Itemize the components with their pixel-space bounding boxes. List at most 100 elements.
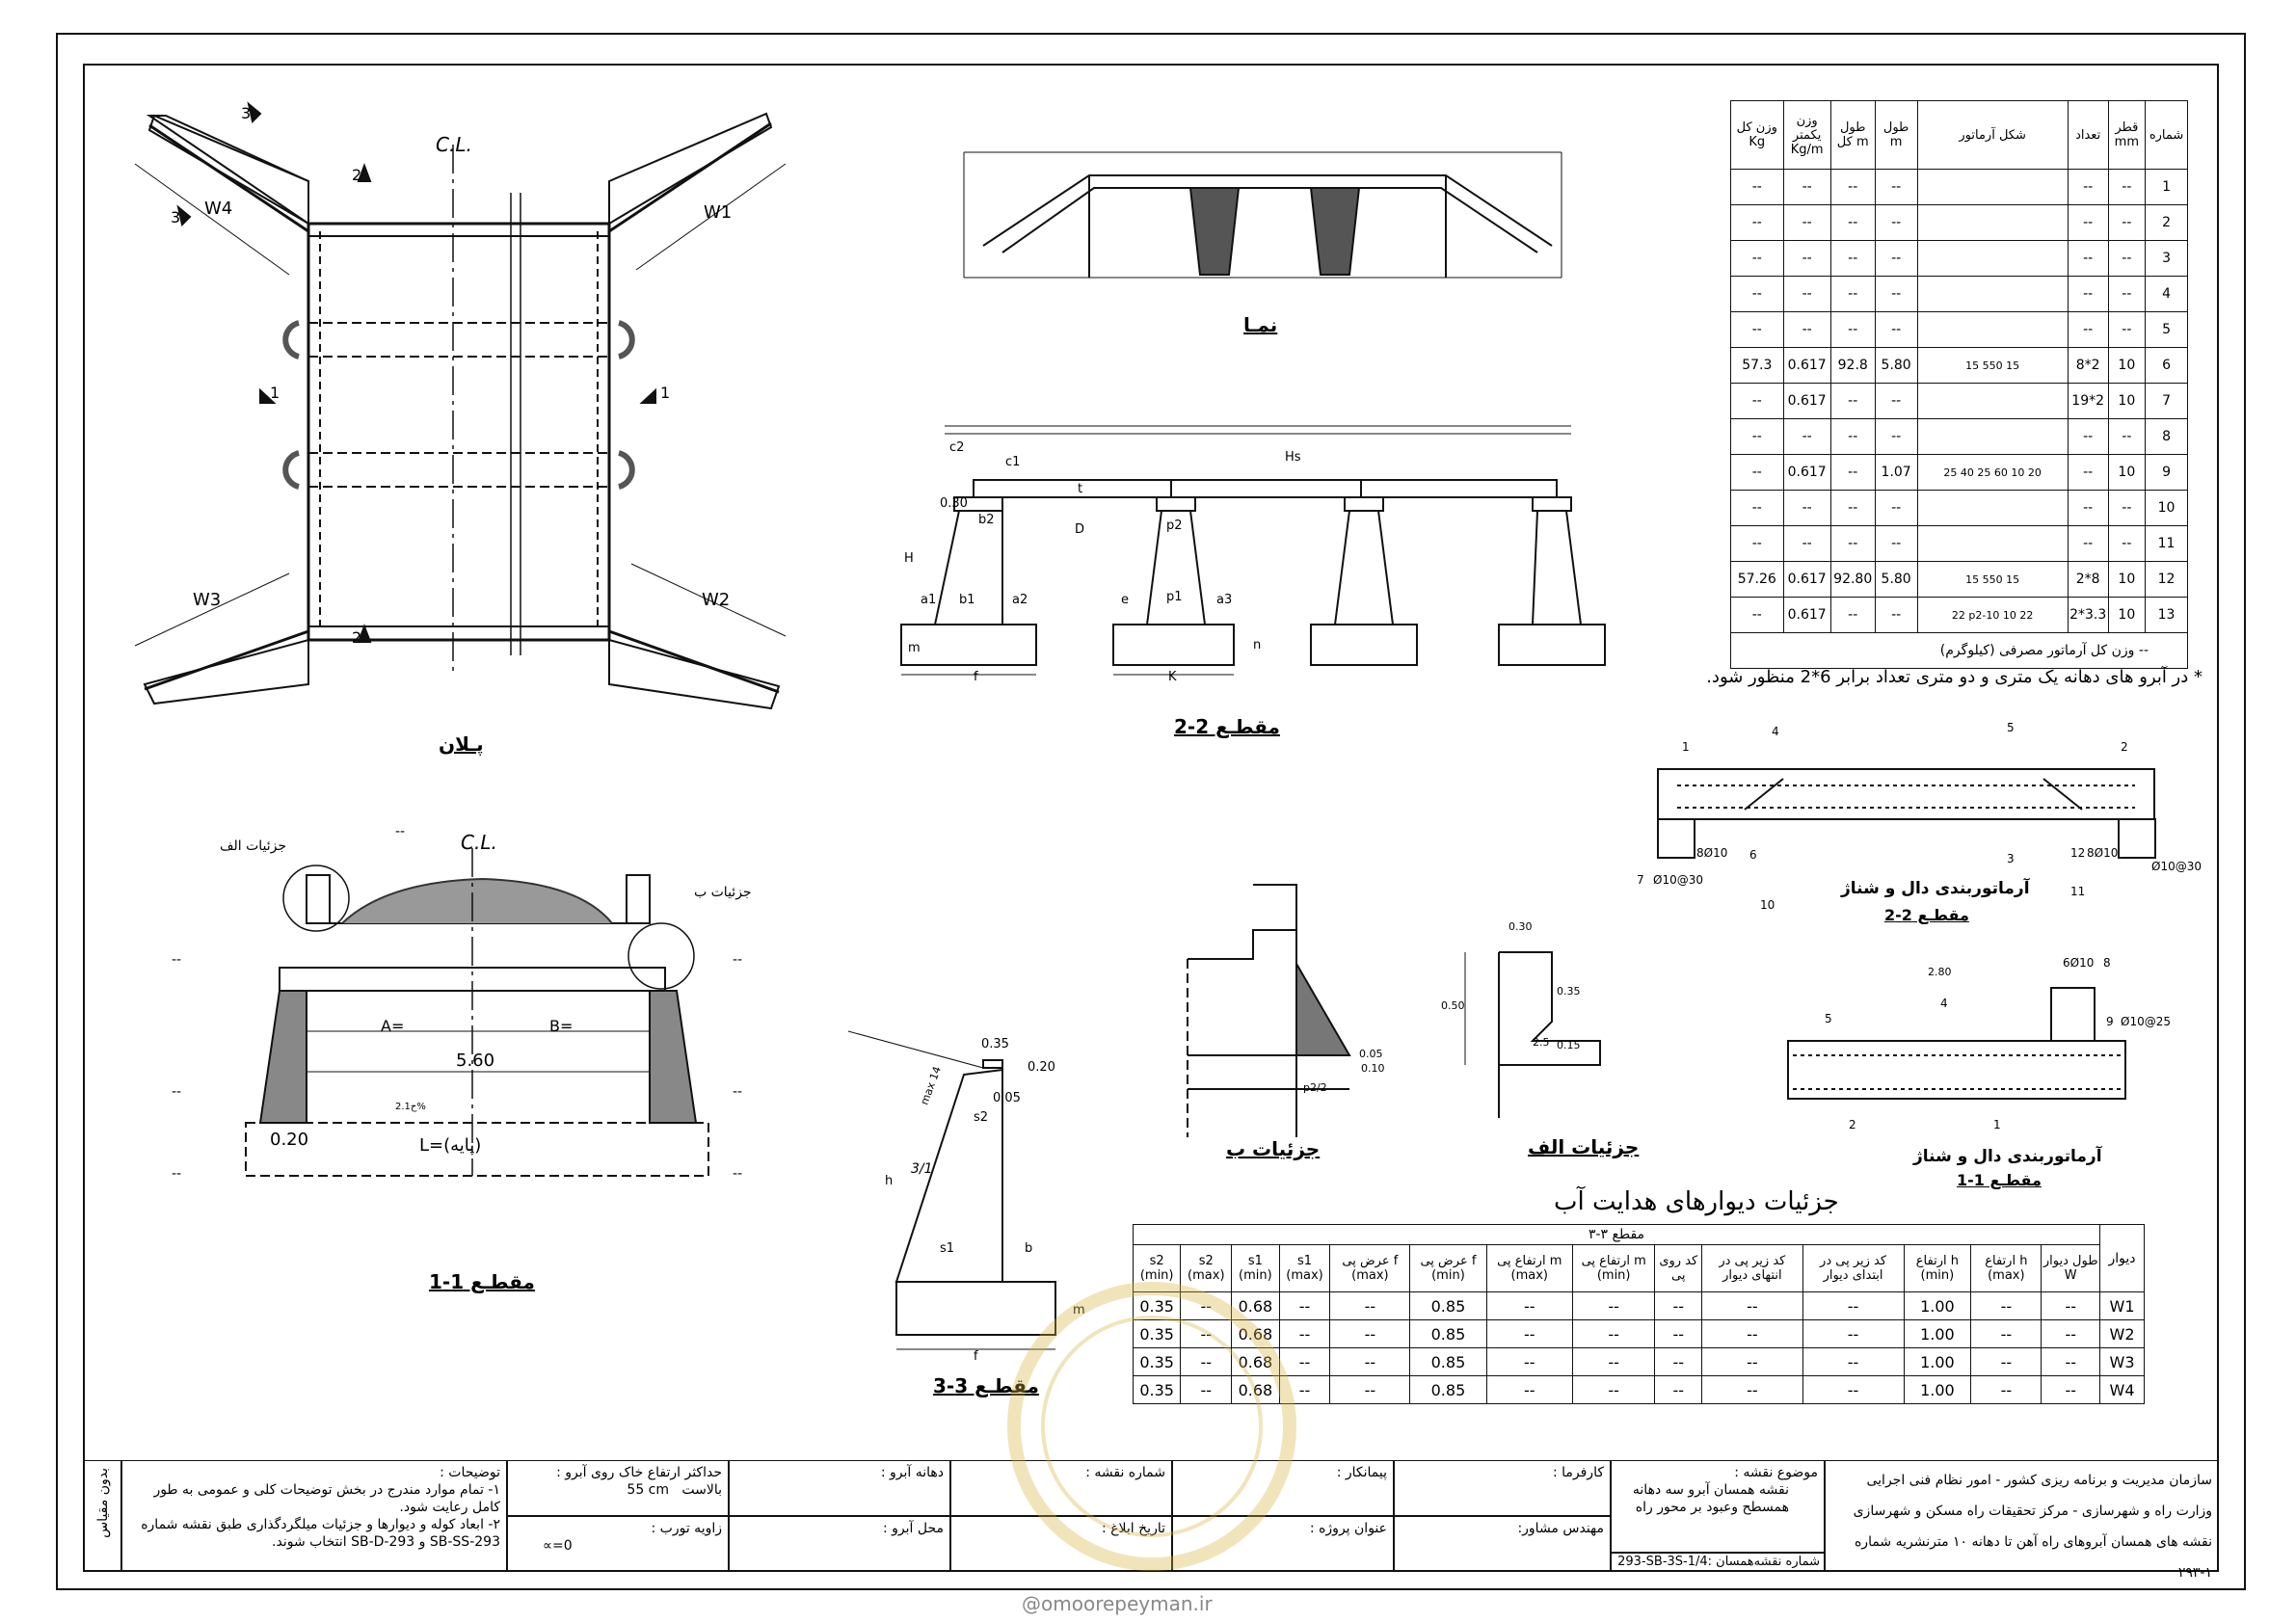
rebar-cell: -- — [1874, 204, 1918, 241]
sl22-10: 10 — [1760, 898, 1775, 912]
rebar-cell: 7 — [2145, 383, 2188, 419]
rebar-cell: -- — [2107, 490, 2147, 526]
rebar-cell: 0.617 — [1782, 561, 1831, 598]
rebar-cell: -- — [1730, 525, 1784, 562]
walls-cell: -- — [1970, 1375, 2042, 1404]
rebar-cell: -- — [2067, 276, 2109, 312]
s11-slope: ح2.1% — [395, 1102, 426, 1112]
section11-title: مقطـع 1-1 — [429, 1270, 535, 1293]
walls-cell: 1.00 — [1903, 1347, 1972, 1376]
rebar-cell: -- — [2067, 240, 2109, 277]
walls-row: 0.35--0.68----0.85----------1.00----W1 — [1132, 1291, 2145, 1320]
rebar-note: * در آبرو های دهانه یک متری و دو متری تع… — [1706, 667, 2203, 687]
rebar-cell: 10 — [2107, 347, 2147, 384]
skew-label: زاویه تورب : — [651, 1521, 723, 1536]
walls-cell: -- — [1571, 1319, 1656, 1348]
s22-p1: p1 — [1166, 590, 1183, 604]
walls-col-header: کد زیر پی در ابتدای دیوار — [1802, 1244, 1905, 1292]
s11-a: A= — [381, 1017, 405, 1035]
rebar-cell: 12 — [2145, 561, 2188, 598]
sl22-d10a: Ø10@30 — [1653, 873, 1703, 887]
rebar-row: ------------10 — [1730, 490, 2188, 526]
da-015: 0.15 — [1557, 1039, 1581, 1051]
rebar-cell: -- — [1782, 204, 1831, 241]
rebar-col-number: شماره — [2145, 100, 2188, 170]
rebar-cell: 5.80 — [1874, 561, 1918, 598]
s11-cl: C.L. — [461, 831, 497, 854]
s22-n: n — [1253, 638, 1262, 652]
rebar-cell: -- — [2067, 169, 2109, 205]
walls-cell: -- — [1571, 1291, 1656, 1320]
rebar-cell: -- — [1874, 597, 1918, 633]
rebar-cell: 0.617 — [1782, 383, 1831, 419]
walls-col-wall: دیوار — [2099, 1224, 2145, 1292]
rebar-cell: 0.617 — [1782, 597, 1831, 633]
sl11-1: 1 — [1993, 1118, 2001, 1131]
walls-cell: -- — [1485, 1291, 1573, 1320]
series-line: نقشه های همسان آبروهای راه آهن تا دهانه … — [1854, 1534, 2212, 1581]
plan-drawing — [134, 101, 787, 710]
rebar-cell: -- — [1730, 383, 1784, 419]
walls-cell: -- — [1329, 1375, 1411, 1404]
watermark-url: @omoorepeyman.ir — [1022, 1592, 1213, 1615]
rebar-row: ------------2 — [1730, 204, 2188, 241]
walls-cell: -- — [1571, 1347, 1656, 1376]
walls-cell: -- — [1329, 1347, 1411, 1376]
detail-b-drawing — [1187, 884, 1351, 1137]
sl22-11: 11 — [2070, 885, 2086, 898]
rebar-cell: 8*2 — [2067, 347, 2109, 384]
watermark-seal-inner — [1041, 1316, 1263, 1537]
section22-title: مقطـع 2-2 — [1174, 715, 1280, 738]
walls-cell: W3 — [2099, 1347, 2145, 1376]
s11-dash-top: -- — [395, 824, 406, 839]
rebar-cell: 92.80 — [1829, 561, 1876, 598]
plan-mark-2a: 2 — [352, 166, 362, 184]
rebar-cell: -- — [1874, 276, 1918, 312]
rebar-col-total-length: طول کل m — [1829, 100, 1876, 170]
rebar-cell: 10 — [2107, 454, 2147, 491]
rebar-cell: -- — [1829, 597, 1876, 633]
rebar-cell: -- — [2067, 490, 2109, 526]
sl22-1: 1 — [1682, 740, 1690, 754]
tb-no-scale: بدون مقیاس — [83, 1460, 121, 1572]
rebar-cell: -- — [2107, 311, 2147, 348]
rebar-col-unit-weight: وزن یکمتر Kg/m — [1782, 100, 1831, 170]
plan-mark-3a: 3 — [241, 104, 252, 122]
detail-b-callout: جزئیات ب — [694, 885, 752, 900]
rebar-cell: -- — [1829, 276, 1876, 312]
sl22-5: 5 — [2007, 721, 2015, 734]
rebar-row: ------------4 — [1730, 276, 2188, 312]
rebar-cell: -- — [2067, 204, 2109, 241]
rebar-cell: -- — [2067, 454, 2109, 491]
s11-dash-l3: -- — [172, 1166, 182, 1182]
rebar-row: ------------3 — [1730, 240, 2188, 277]
rebar-cell: 15 550 15 — [1916, 561, 2069, 598]
rebar-cell — [1916, 240, 2069, 277]
rebar-col-diameter: قطر mm — [2107, 100, 2147, 170]
rebar-cell: -- — [1730, 311, 1784, 348]
s22-a3: a3 — [1216, 593, 1233, 607]
walls-col-header: ارتفاع h (max) — [1970, 1244, 2042, 1292]
rebar-cell: 5 — [2145, 311, 2188, 348]
tb-std-no: شماره نقشه‌همسان :293-SB-3S-1/4 — [1611, 1553, 1825, 1572]
sl22-3: 3 — [2007, 852, 2015, 865]
rebar-cell: 10 — [2145, 490, 2188, 526]
s33-h: h — [885, 1174, 894, 1188]
walls-cell: -- — [1654, 1347, 1703, 1376]
walls-col-header: s2 (max) — [1180, 1244, 1233, 1292]
subject-line-2: همسطح وعبود بر محور راه — [1635, 1500, 1789, 1515]
s22-b1: b1 — [959, 593, 975, 607]
rebar-cell: -- — [1874, 383, 1918, 419]
rebar-table: وزن کل Kg وزن یکمتر Kg/m طول کل m طول m … — [1730, 100, 2188, 669]
tb-consultant: مهندس مشاور: — [1394, 1516, 1611, 1572]
walls-cell: -- — [1278, 1291, 1331, 1320]
rebar-cell: -- — [2107, 525, 2147, 562]
walls-cell: -- — [1485, 1347, 1573, 1376]
s22-t: t — [1078, 482, 1083, 496]
walls-cell: -- — [1654, 1319, 1703, 1348]
walls-cell: -- — [1485, 1319, 1573, 1348]
rebar-cell: -- — [1874, 418, 1918, 455]
da-035: 0.35 — [1557, 985, 1581, 998]
walls-col-header: کد روی پی — [1654, 1244, 1703, 1292]
